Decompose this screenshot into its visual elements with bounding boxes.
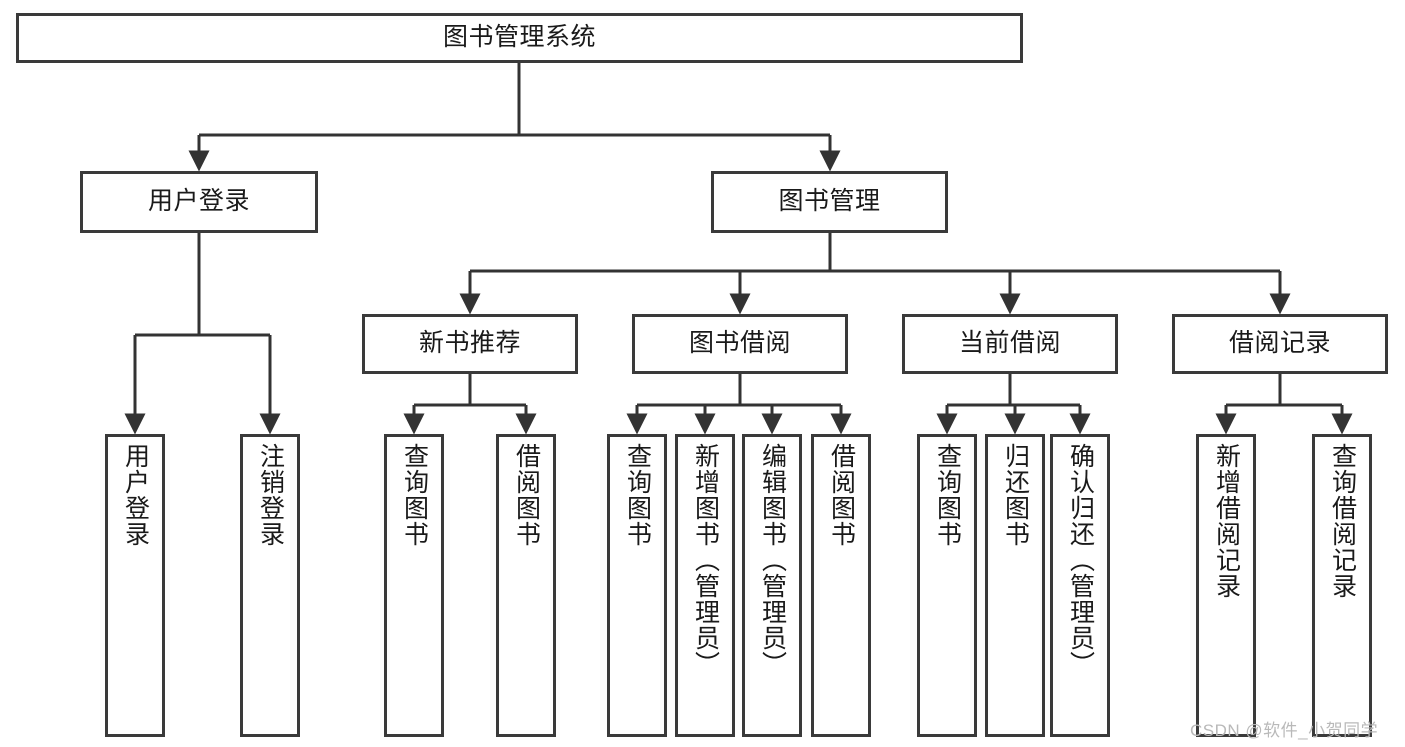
leaf-record-add-record[interactable]: 新增借阅记录	[1196, 434, 1256, 737]
node-label: 借阅记录	[1228, 329, 1331, 358]
csdn-watermark: CSDN @软件_小贺同学	[1190, 721, 1379, 740]
leaf-borrow-borrow-book[interactable]: 借阅图书	[811, 434, 871, 737]
node-label: 确认归还（管理员）	[1066, 443, 1095, 677]
node-label: 当前借阅	[958, 329, 1061, 358]
leaf-borrow-add-book-admin[interactable]: 新增图书（管理员）	[675, 434, 735, 737]
node-label: 编辑图书（管理员）	[758, 443, 787, 677]
leaf-current-query-book[interactable]: 查询图书	[917, 434, 977, 737]
leaf-record-query-record[interactable]: 查询借阅记录	[1312, 434, 1372, 737]
leaf-borrow-query-book[interactable]: 查询图书	[607, 434, 667, 737]
leaf-current-return-book[interactable]: 归还图书	[985, 434, 1045, 737]
node-borrow-record[interactable]: 借阅记录	[1172, 314, 1388, 374]
node-book-management[interactable]: 图书管理	[711, 171, 948, 233]
node-label: 归还图书	[1001, 443, 1030, 547]
node-label: 新书推荐	[418, 329, 521, 358]
node-label: 图书管理	[778, 187, 881, 216]
node-label: 注销登录	[256, 443, 285, 547]
node-label: 用户登录	[121, 443, 150, 547]
node-book-borrow[interactable]: 图书借阅	[632, 314, 848, 374]
leaf-borrow-edit-book-admin[interactable]: 编辑图书（管理员）	[742, 434, 802, 737]
leaf-user-login-logout[interactable]: 注销登录	[240, 434, 300, 737]
node-root-system[interactable]: 图书管理系统	[16, 13, 1023, 63]
node-label: 新增借阅记录	[1212, 443, 1241, 599]
node-label: 图书借阅	[688, 329, 791, 358]
node-current-borrow[interactable]: 当前借阅	[902, 314, 1118, 374]
leaf-newbook-borrow-book[interactable]: 借阅图书	[496, 434, 556, 737]
node-label: 查询图书	[623, 443, 652, 547]
node-label: 用户登录	[147, 187, 250, 216]
node-label: 查询借阅记录	[1328, 443, 1357, 599]
node-label: 查询图书	[933, 443, 962, 547]
node-label: 图书管理系统	[442, 23, 596, 52]
node-new-book-recommend[interactable]: 新书推荐	[362, 314, 578, 374]
leaf-newbook-query-book[interactable]: 查询图书	[384, 434, 444, 737]
leaf-user-login-login[interactable]: 用户登录	[105, 434, 165, 737]
node-user-login[interactable]: 用户登录	[80, 171, 318, 233]
leaf-current-confirm-return-admin[interactable]: 确认归还（管理员）	[1050, 434, 1110, 737]
node-label: 新增图书（管理员）	[691, 443, 720, 677]
node-label: 借阅图书	[827, 443, 856, 547]
node-label: 查询图书	[400, 443, 429, 547]
node-label: 借阅图书	[512, 443, 541, 547]
